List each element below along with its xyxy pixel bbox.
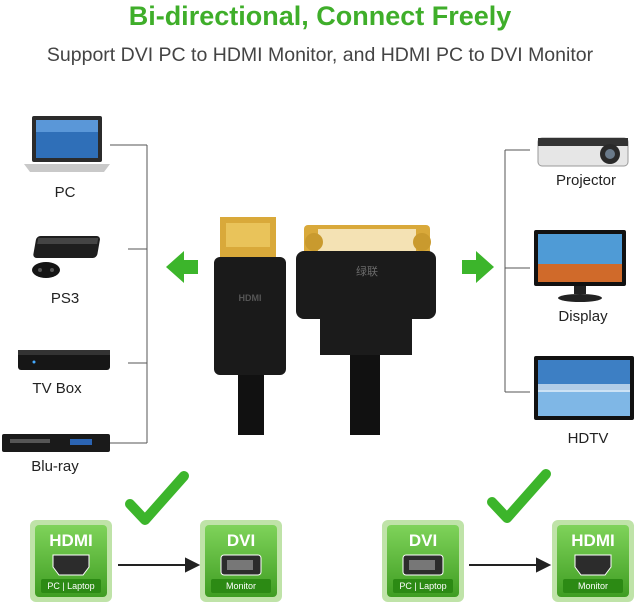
flow-left-target-title: DVI (226, 531, 256, 550)
tv-icon (534, 356, 634, 420)
device-label-projector: Projector (555, 172, 617, 189)
device-label-pc: PC (54, 184, 76, 201)
right-arrow-icon (462, 251, 494, 283)
tv-box-icon (18, 350, 110, 370)
hdmi-dvi-adapter-image: HDMI 绿联 (214, 217, 436, 435)
flow-left-source-sub: PC | Laptop (41, 579, 101, 593)
game-console-icon (32, 236, 100, 278)
left-arrow-icon (166, 251, 198, 283)
flow-left-source-title: HDMI (49, 531, 93, 550)
monitor-icon (534, 230, 626, 302)
dvi-logo-text: 绿联 (356, 264, 378, 278)
flow-right-source-box: DVI PC | Laptop (382, 520, 464, 602)
flow-right-source-title: DVI (408, 531, 438, 550)
device-label-tv-box: TV Box (32, 380, 82, 397)
flow-left-source-box: HDMI PC | Laptop (30, 520, 112, 602)
device-label-hdtv: HDTV (567, 430, 609, 447)
hdmi-plug-text: HDMI (239, 293, 262, 303)
device-label-ps3: PS3 (50, 290, 80, 307)
hdmi-port-icon (574, 554, 612, 576)
flow-left-target-box: DVI Monitor (200, 520, 282, 602)
check-icon-left (125, 471, 189, 525)
flow-right-target-title: HDMI (571, 531, 615, 550)
device-label-display: Display (558, 308, 608, 325)
flow-right-target-box: HDMI Monitor (552, 520, 634, 602)
dvi-port-icon (220, 554, 262, 576)
dvi-port-icon (402, 554, 444, 576)
bluray-player-icon (2, 434, 110, 452)
page-subtitle: Support DVI PC to HDMI Monitor, and HDMI… (46, 44, 594, 66)
device-label-bluray: Blu-ray (31, 458, 79, 475)
check-icon-right (487, 469, 551, 523)
flow-right-source-sub: PC | Laptop (393, 579, 453, 593)
hdmi-port-icon (52, 554, 90, 576)
projector-icon (537, 137, 629, 167)
flow-left-target-sub: Monitor (211, 579, 271, 593)
flow-right-target-sub: Monitor (563, 579, 623, 593)
page-title: Bi-directional, Connect Freely (128, 1, 512, 31)
laptop-icon (24, 116, 110, 172)
